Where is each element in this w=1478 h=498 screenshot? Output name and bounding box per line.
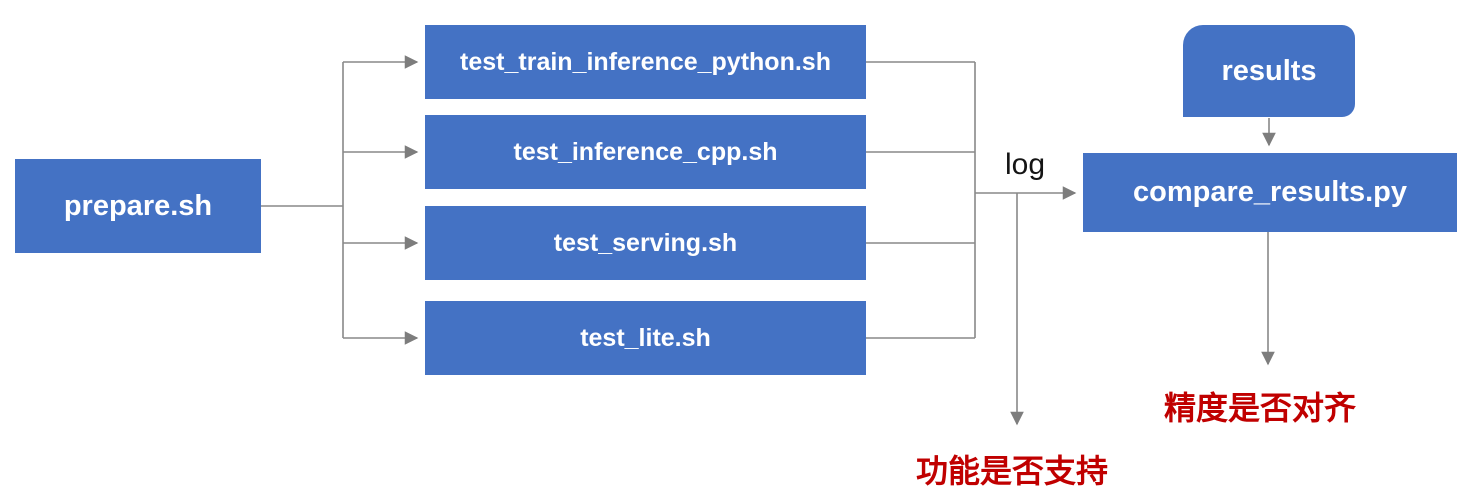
node-results: results — [1183, 25, 1355, 117]
node-prepare-sh: prepare.sh — [15, 159, 261, 253]
node-test-lite-sh: test_lite.sh — [425, 301, 866, 375]
node-test-serving-sh: test_serving.sh — [425, 206, 866, 280]
edge-label-log: log — [1004, 148, 1046, 181]
node-test-train-inference-python-sh: test_train_inference_python.sh — [425, 25, 866, 99]
node-test-inference-cpp-sh: test_inference_cpp.sh — [425, 115, 866, 189]
node-compare-results-py: compare_results.py — [1083, 153, 1457, 232]
annotation-precision-aligned: 精度是否对齐 — [1164, 390, 1357, 426]
annotation-function-support: 功能是否支持 — [916, 453, 1109, 489]
